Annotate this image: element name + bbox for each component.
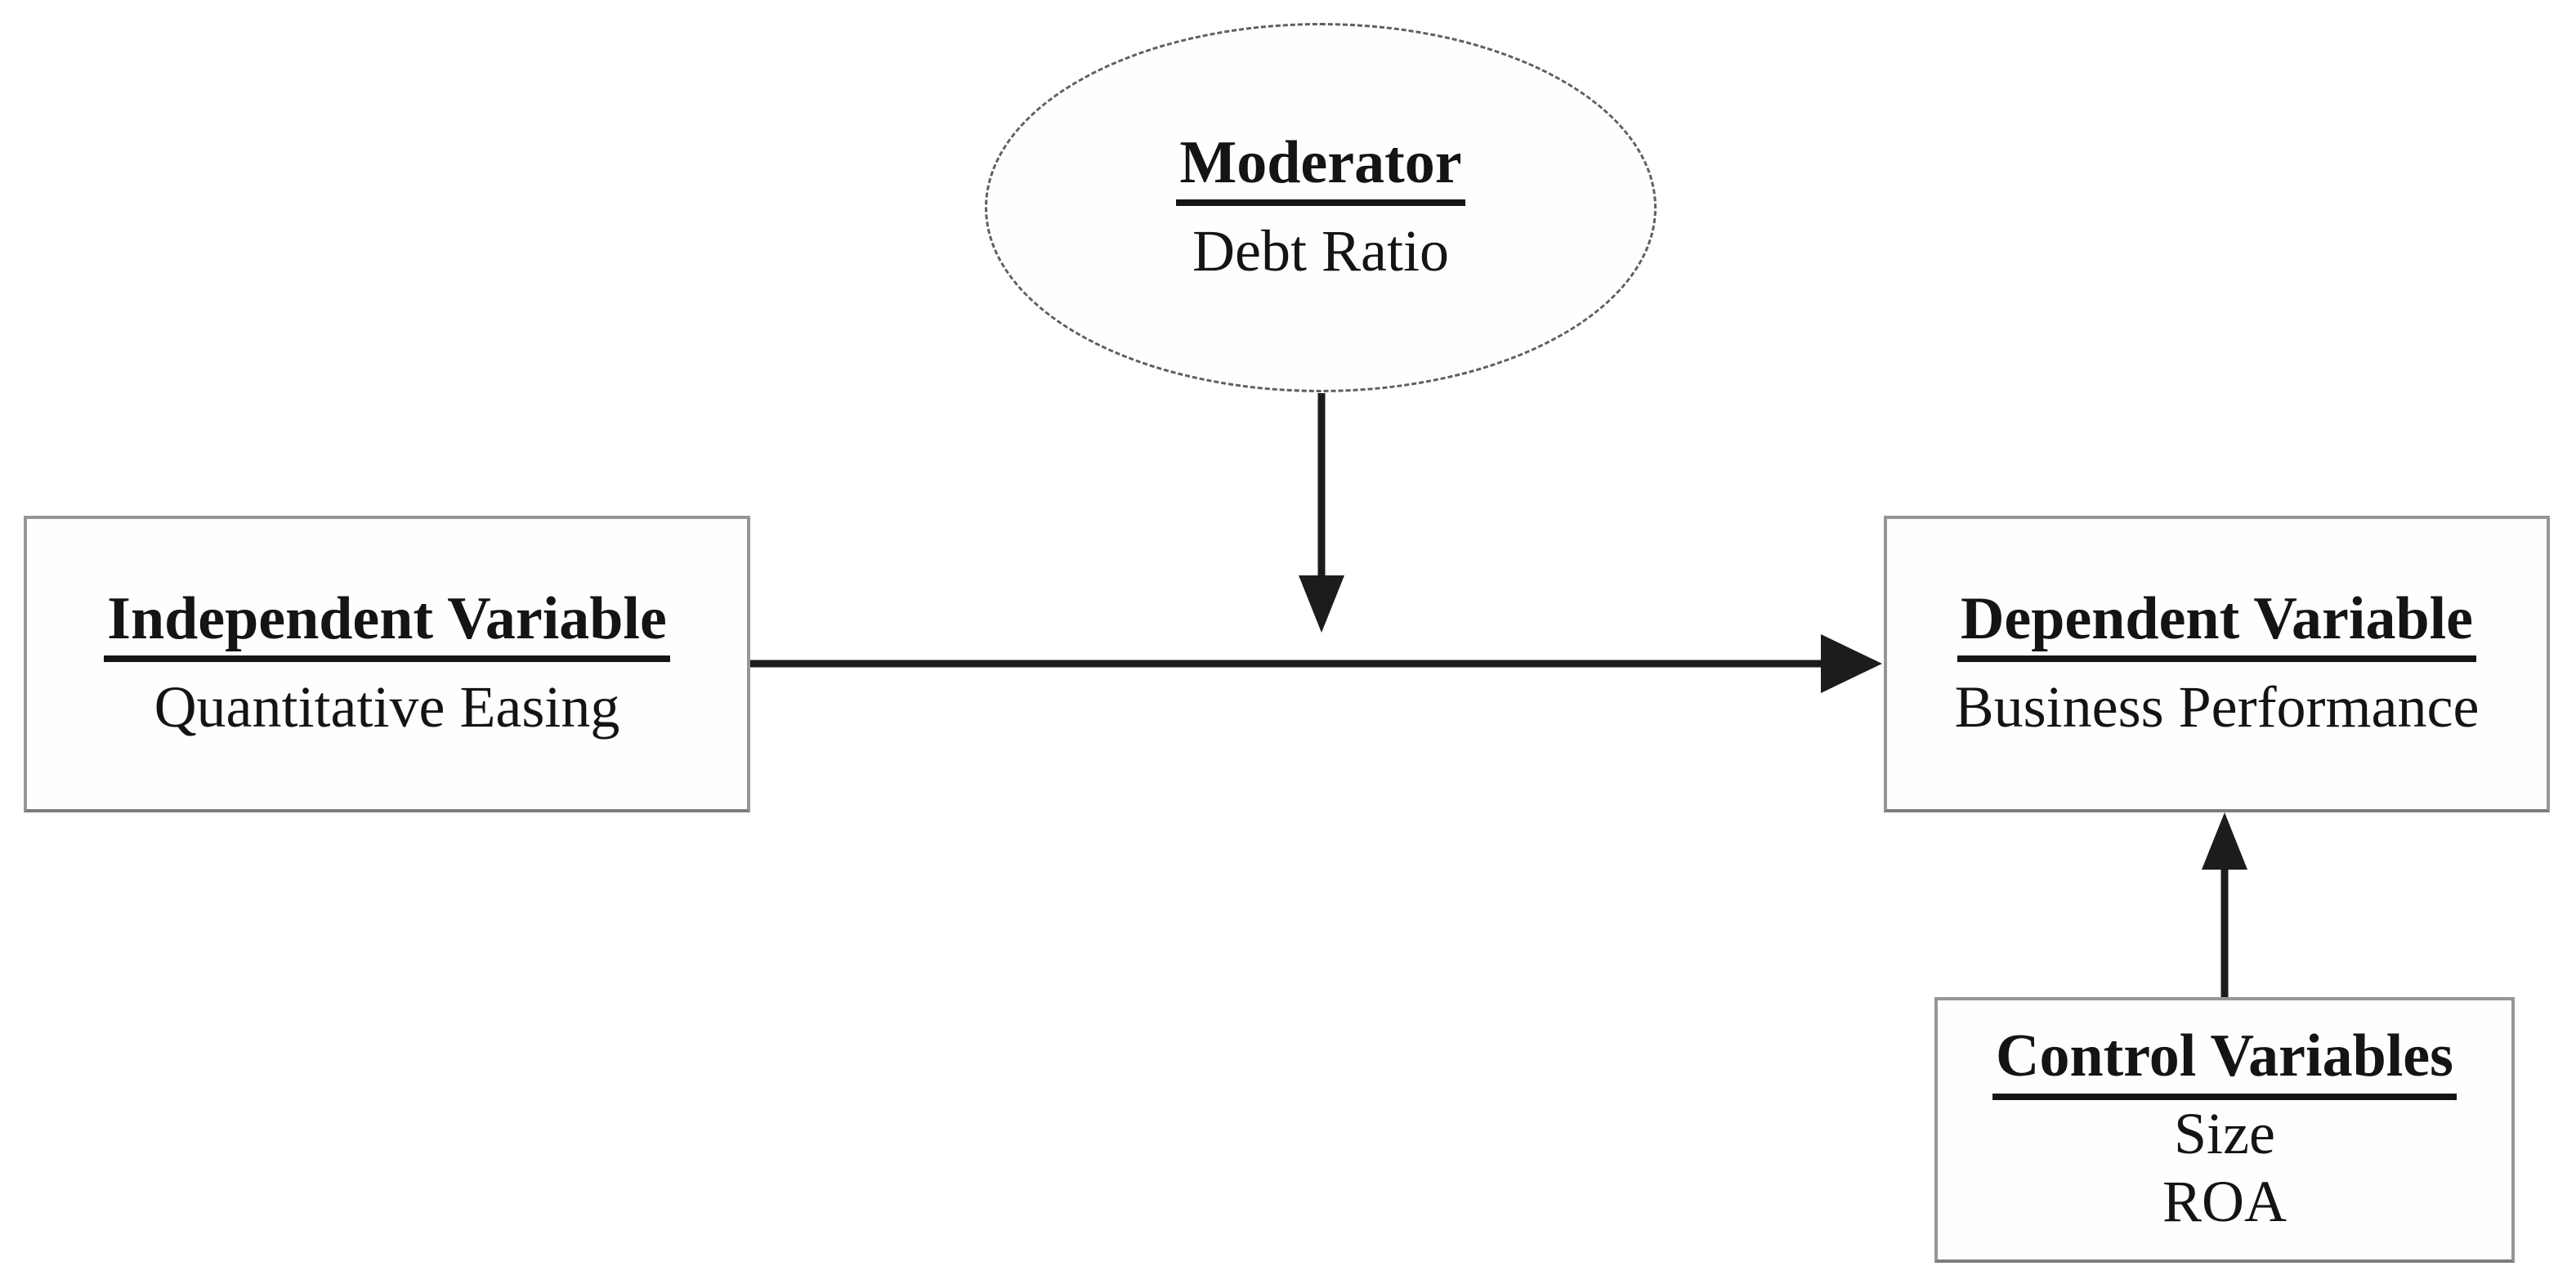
moderator-node: Moderator Debt Ratio xyxy=(985,23,1657,392)
independent-variable-subtitle: Quantitative Easing xyxy=(154,674,620,740)
moderator-title: Moderator xyxy=(1176,129,1465,206)
independent-to-dependent-arrowhead xyxy=(1821,634,1882,693)
moderator-arrowhead xyxy=(1299,575,1344,633)
independent-variable-title: Independent Variable xyxy=(104,585,670,663)
independent-variable-node: Independent Variable Quantitative Easing xyxy=(24,516,750,812)
moderator-title-text: Moderator xyxy=(1176,129,1465,206)
independent-to-dependent-arrow xyxy=(750,634,1882,693)
dependent-variable-title: Dependent Variable xyxy=(1957,585,2476,663)
dependent-variable-node: Dependent Variable Business Performance xyxy=(1884,516,2550,812)
control-variables-title-text: Control Variables xyxy=(1992,1022,2457,1100)
dependent-variable-subtitle: Business Performance xyxy=(1954,674,2480,740)
controls-to-dependent-arrow xyxy=(2202,812,2247,999)
control-variables-title: Control Variables xyxy=(1992,1022,2457,1100)
controls-to-dependent-arrowhead xyxy=(2202,812,2247,870)
control-variable-item-size: Size xyxy=(2174,1100,2275,1166)
control-variable-item-roa: ROA xyxy=(2162,1169,2287,1235)
dependent-variable-title-text: Dependent Variable xyxy=(1957,585,2476,663)
independent-variable-title-text: Independent Variable xyxy=(104,585,670,663)
moderator-arrow xyxy=(1299,393,1344,633)
control-variables-node: Control Variables Size ROA xyxy=(1934,997,2515,1263)
moderator-subtitle: Debt Ratio xyxy=(1192,217,1449,284)
